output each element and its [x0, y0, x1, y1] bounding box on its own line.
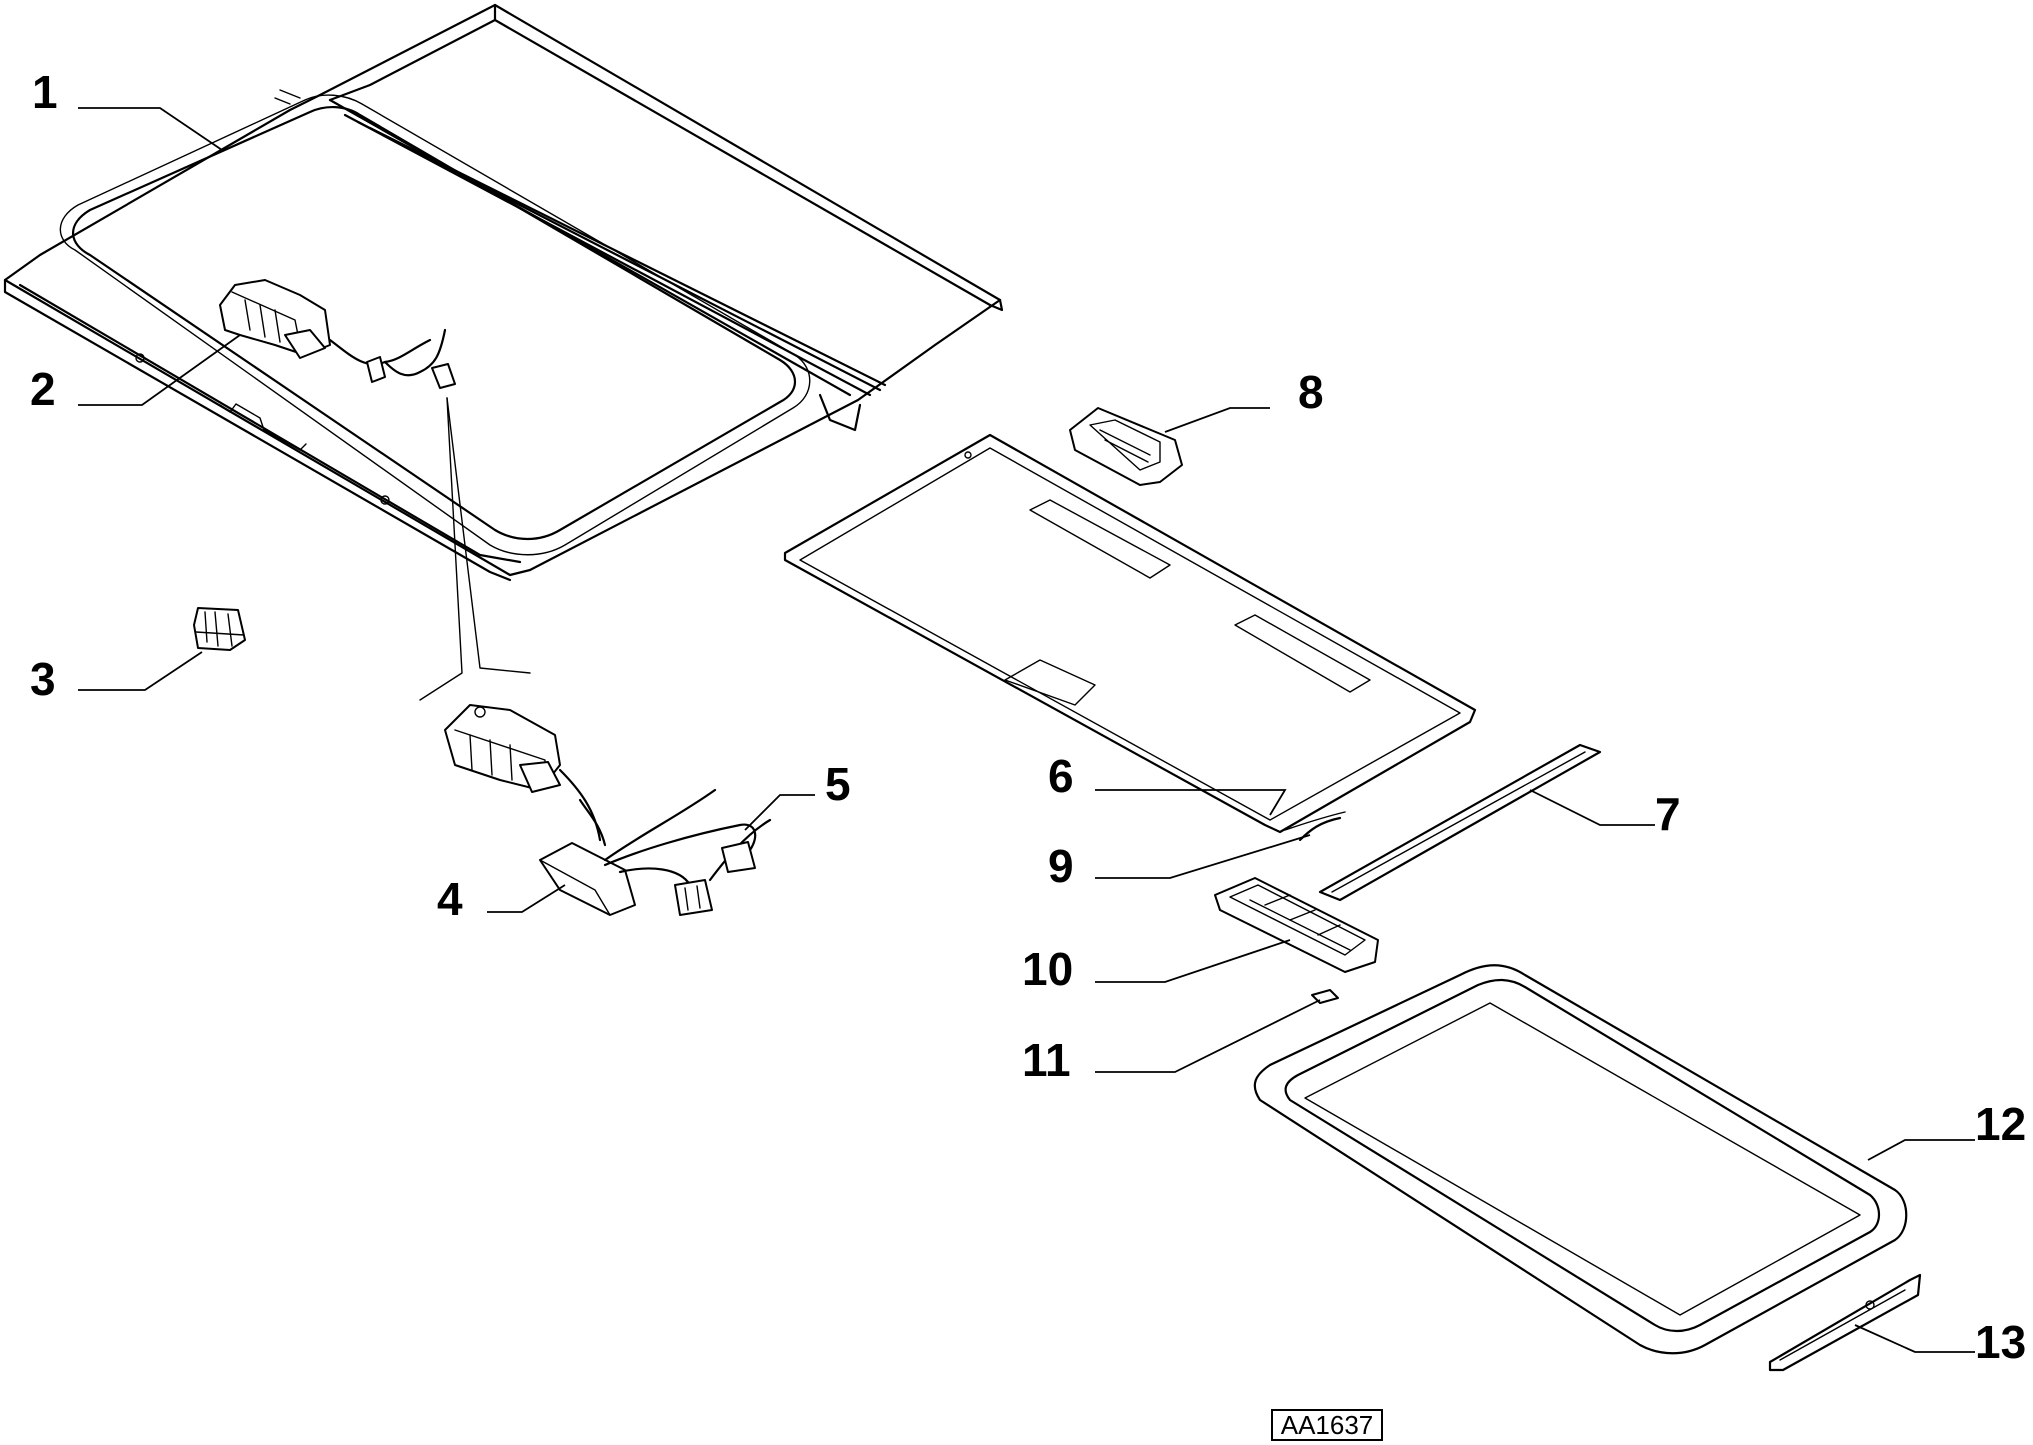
- callout-8: 8: [1298, 366, 1324, 418]
- reference-code-box: AA1637: [1271, 1409, 1383, 1441]
- callout-4: 4: [437, 873, 463, 925]
- callout-13: 13: [1975, 1316, 2026, 1368]
- callout-3: 3: [30, 653, 56, 705]
- part-2-motor: [219, 279, 456, 389]
- assembly-guide-lines: [419, 397, 531, 701]
- reference-code: AA1637: [1281, 1410, 1374, 1440]
- part-6-sunshade-panel: [783, 433, 1477, 834]
- callout-7: 7: [1655, 788, 1681, 840]
- callout-1: 1: [32, 66, 58, 118]
- part-1-roof-frame: [3, 3, 1004, 582]
- part-12-glass-panel: [1253, 964, 1908, 1355]
- callout-11: 11: [1022, 1034, 1071, 1086]
- leader-lines: [78, 107, 1975, 1353]
- callout-12: 12: [1975, 1098, 2026, 1150]
- callout-10: 10: [1022, 943, 1073, 995]
- callout-5: 5: [825, 758, 851, 810]
- part-8-handle: [1069, 407, 1183, 486]
- callout-6: 6: [1048, 750, 1074, 802]
- part-10-vent-grille: [1214, 877, 1379, 973]
- part-13-side-bracket: [1768, 1273, 1922, 1372]
- callout-2: 2: [30, 363, 56, 415]
- part-4-motor-harness: [444, 704, 772, 916]
- part-3-clip: [193, 607, 246, 651]
- callout-9: 9: [1048, 840, 1074, 892]
- part-7-rail-strip: [1318, 743, 1602, 902]
- callout-labels: 1 2 3 4 5 6 7 8 9 10 11 12 13: [30, 66, 2026, 1368]
